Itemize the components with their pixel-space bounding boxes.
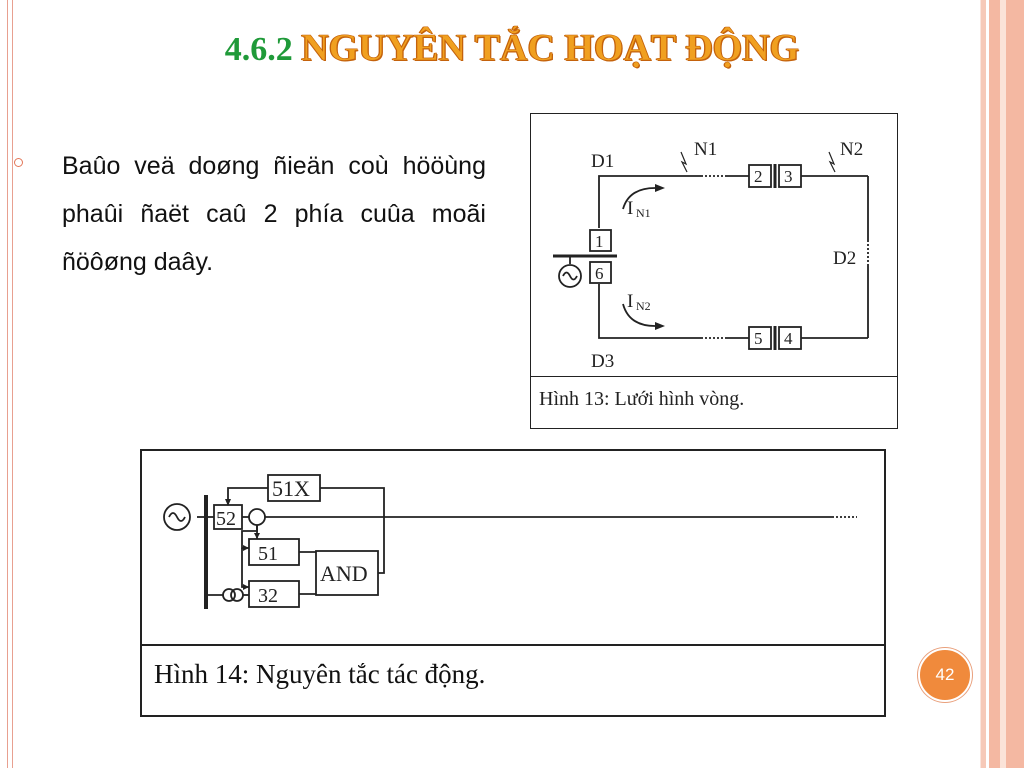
- section-number: 4.6.2: [224, 31, 293, 68]
- label-current-in2: I: [627, 291, 633, 312]
- relay-32: 32: [258, 585, 278, 607]
- label-n2: N2: [840, 139, 863, 160]
- ring-network-diagram: D1 N1 N2 D2 D3 I N1 I N2 1 6 2 3 5 4: [553, 139, 869, 372]
- label-current-in2-sub: N2: [636, 299, 651, 313]
- relay-51: 51: [258, 543, 278, 565]
- bullet-text: Baûo veä doøng ñieän coù hööùng phaûi ña…: [62, 152, 486, 276]
- label-d3: D3: [591, 351, 614, 372]
- figure-14-operating-principle: 51X 52 51 32 AND Hình 14: Nguyên tắc tác…: [140, 449, 886, 717]
- label-d2: D2: [833, 248, 856, 269]
- breaker-4: 4: [784, 329, 793, 348]
- right-frame-stripes: [980, 0, 1024, 768]
- page-number-badge: 42: [918, 648, 972, 702]
- figure-14-caption: Hình 14: Nguyên tắc tác động.: [154, 659, 486, 689]
- breaker-6: 6: [595, 264, 604, 283]
- breaker-5: 5: [754, 329, 763, 348]
- breaker-3: 3: [784, 167, 793, 186]
- slide-title: 4.6.2 NGUYÊN TẮC HOẠT ĐỘNG: [0, 26, 1024, 70]
- label-n1: N1: [694, 139, 717, 160]
- and-gate: AND: [320, 561, 368, 586]
- figure-14-divider: [142, 644, 884, 646]
- relay-logic-diagram: 51X 52 51 32 AND: [163, 474, 857, 609]
- left-frame-border: [7, 0, 13, 768]
- breaker-2: 2: [754, 167, 763, 186]
- label-current-in1-sub: N1: [636, 206, 651, 220]
- breaker-1: 1: [595, 232, 604, 251]
- label-d1: D1: [591, 151, 614, 172]
- figure-13-divider: [531, 376, 897, 377]
- label-current-in1: I: [627, 198, 633, 219]
- figure-13-ring-network: D1 N1 N2 D2 D3 I N1 I N2 1 6 2 3 5 4 Hìn…: [530, 113, 898, 429]
- relay-51x: 51X: [272, 476, 310, 501]
- breaker-52: 52: [216, 508, 236, 530]
- bullet-circle-icon: [14, 158, 23, 167]
- figure-13-caption: Hình 13: Lưới hình vòng.: [539, 388, 745, 410]
- section-title-text: NGUYÊN TẮC HOẠT ĐỘNG: [301, 27, 800, 70]
